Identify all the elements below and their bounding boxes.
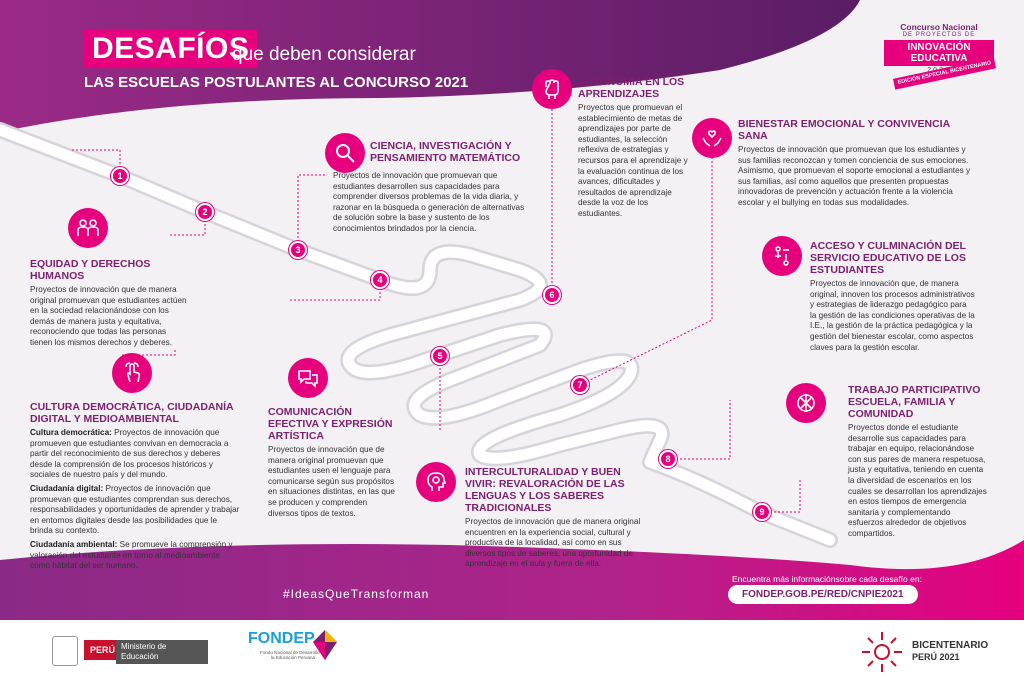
step-9: 9 xyxy=(753,503,771,521)
section-trabajo: TRABAJO PARTICIPATIVO ESCUELA, FAMILIA Y… xyxy=(848,384,988,540)
step-4: 4 xyxy=(371,271,389,289)
cultura-p3-label: Ciudadanía ambiental: xyxy=(30,539,118,549)
section-autonomia: AUTONOMÍA EN LOS APRENDIZAJES Proyectos … xyxy=(578,76,688,220)
section-acceso: ACCESO Y CULMINACIÓN DEL SERVICIO EDUCAT… xyxy=(810,240,975,353)
peru-shield-icon xyxy=(52,636,78,666)
peru-logo: PERÚ xyxy=(84,640,122,660)
hashtag: #IdeasQueTransforman xyxy=(283,587,430,601)
cultura-p1-label: Cultura democrática: xyxy=(30,428,112,437)
step-1: 1 xyxy=(111,167,129,185)
section-ciencia-body: Proyectos de innovación que promuevan qu… xyxy=(333,171,525,233)
raised-fist-icon xyxy=(532,69,572,109)
header-title-highlight: DESAFÍOS xyxy=(84,30,258,68)
touch-hand-icon xyxy=(112,353,152,393)
section-cultura: CULTURA DEMOCRÁTICA, CIUDADANÍA DIGITAL … xyxy=(30,401,240,572)
badge-line2: DE PROYECTOS DE xyxy=(902,32,976,38)
magnifier-icon xyxy=(325,133,365,173)
section-equidad-body: Proyectos de innovación que de manera or… xyxy=(30,285,187,347)
section-equidad-title: EQUIDAD Y DERECHOS HUMANOS xyxy=(30,258,151,282)
people-network-icon xyxy=(762,236,802,276)
section-bienestar-body: Proyectos de innovación que promuevan qu… xyxy=(738,145,971,207)
step-7: 7 xyxy=(571,376,589,394)
section-intercultural-body: Proyectos de innovación que de manera or… xyxy=(465,517,641,569)
section-comunicacion: COMUNICACIÓN EFECTIVA Y EXPRESIÓN ARTÍST… xyxy=(268,406,398,519)
section-cultura-title: CULTURA DEMOCRÁTICA, CIUDADANÍA DIGITAL … xyxy=(30,401,234,425)
section-bienestar: BIENESTAR EMOCIONAL Y CONVIVENCIA SANA P… xyxy=(738,118,978,209)
section-ciencia-title: CIENCIA, INVESTIGACIÓN Y PENSAMIENTO MAT… xyxy=(370,140,521,164)
chat-bubbles-icon xyxy=(288,358,328,398)
info-text: Encuentra más informaciónsobre cada desa… xyxy=(732,574,922,584)
section-ciencia: Proyectos de innovación que promuevan qu… xyxy=(333,168,533,235)
section-comunicacion-title: COMUNICACIÓN EFECTIVA Y EXPRESIÓN ARTÍST… xyxy=(268,406,393,442)
head-brain-icon xyxy=(416,462,456,502)
section-trabajo-body: Proyectos donde el estudiante desarrolle… xyxy=(848,423,987,538)
header-title-rest: que deben considerar xyxy=(232,44,416,65)
section-cultura-p1: Cultura democrática: Proyectos de innova… xyxy=(30,428,240,481)
equality-icon xyxy=(68,208,108,248)
section-acceso-title: ACCESO Y CULMINACIÓN DEL SERVICIO EDUCAT… xyxy=(810,240,966,276)
section-comunicacion-body: Proyectos de innovación que de manera or… xyxy=(268,445,395,518)
cultura-p3-text: Se promueve la comprensión y valoración … xyxy=(30,539,233,571)
section-acceso-body: Proyectos de innovación que, de manera o… xyxy=(810,279,975,352)
contest-badge: Concurso Nacional DE PROYECTOS DE INNOVA… xyxy=(884,22,997,90)
ministry-logo: Ministerio de Educación xyxy=(116,640,208,664)
step-8: 8 xyxy=(659,450,677,468)
step-5: 5 xyxy=(431,347,449,365)
fondep-subtitle: Fondo Nacional de Desarrollo de la Educa… xyxy=(260,650,326,660)
badge-line1: Concurso Nacional xyxy=(900,22,978,32)
bicentenario-subtitle: PERÚ 2021 xyxy=(912,652,960,662)
section-cultura-p3: Ciudadanía ambiental: Se promueve la com… xyxy=(30,540,240,572)
cultura-p1-text: Proyectos de innovación que promueven qu… xyxy=(30,428,229,480)
section-autonomia-title: AUTONOMÍA EN LOS APRENDIZAJES xyxy=(578,76,685,100)
fondep-kite-icon xyxy=(313,630,337,660)
team-hands-icon xyxy=(786,383,826,423)
cultura-p2-text: Proyectos de innovación que promuevan qu… xyxy=(30,483,240,536)
section-equidad: EQUIDAD Y DERECHOS HUMANOS Proyectos de … xyxy=(30,258,190,349)
section-intercultural-title: INTERCULTURALIDAD Y BUEN VIVIR: REVALORA… xyxy=(465,466,625,514)
section-intercultural: INTERCULTURALIDAD Y BUEN VIVIR: REVALORA… xyxy=(465,466,645,570)
section-bienestar-title: BIENESTAR EMOCIONAL Y CONVIVENCIA SANA xyxy=(738,118,950,142)
bicentenario-title: BICENTENARIO xyxy=(912,640,989,651)
cultura-p2-label: Ciudadanía digital: xyxy=(30,483,104,493)
heart-hands-icon xyxy=(692,118,732,158)
step-2: 2 xyxy=(196,203,214,221)
step-6: 6 xyxy=(543,286,561,304)
step-3: 3 xyxy=(289,241,307,259)
fondep-logo: FONDEP xyxy=(248,630,315,647)
section-trabajo-title: TRABAJO PARTICIPATIVO ESCUELA, FAMILIA Y… xyxy=(848,384,981,420)
section-autonomia-body: Proyectos que promuevan el establecimien… xyxy=(578,103,688,218)
section-cultura-p2: Ciudadanía digital: Proyectos de innovac… xyxy=(30,484,240,537)
header-title-line2: LAS ESCUELAS POSTULANTES AL CONCURSO 202… xyxy=(84,74,469,91)
bicentenario-sun-icon xyxy=(862,632,902,672)
info-url-link[interactable]: FONDEP.GOB.PE/RED/CNPIE2021 xyxy=(728,585,918,604)
section-ciencia-heading: CIENCIA, INVESTIGACIÓN Y PENSAMIENTO MAT… xyxy=(370,140,530,164)
